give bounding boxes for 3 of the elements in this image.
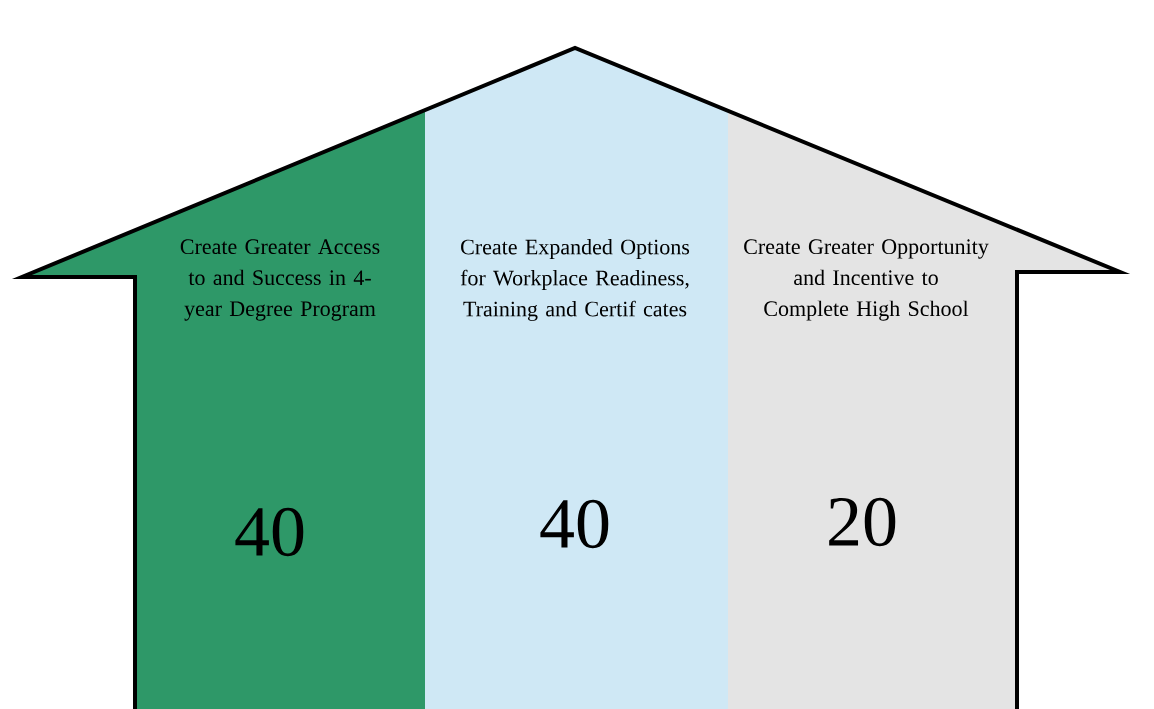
column-band: Create Greater Opportunity and Incentive to Complete High School 20 <box>728 111 1120 709</box>
column-band: Create Expanded Options for Workplace Readiness, Training and Certif cates 40 <box>425 48 728 709</box>
column-band: Create Greater Access to and Success in 4-year Degree Program 40 <box>22 110 425 709</box>
